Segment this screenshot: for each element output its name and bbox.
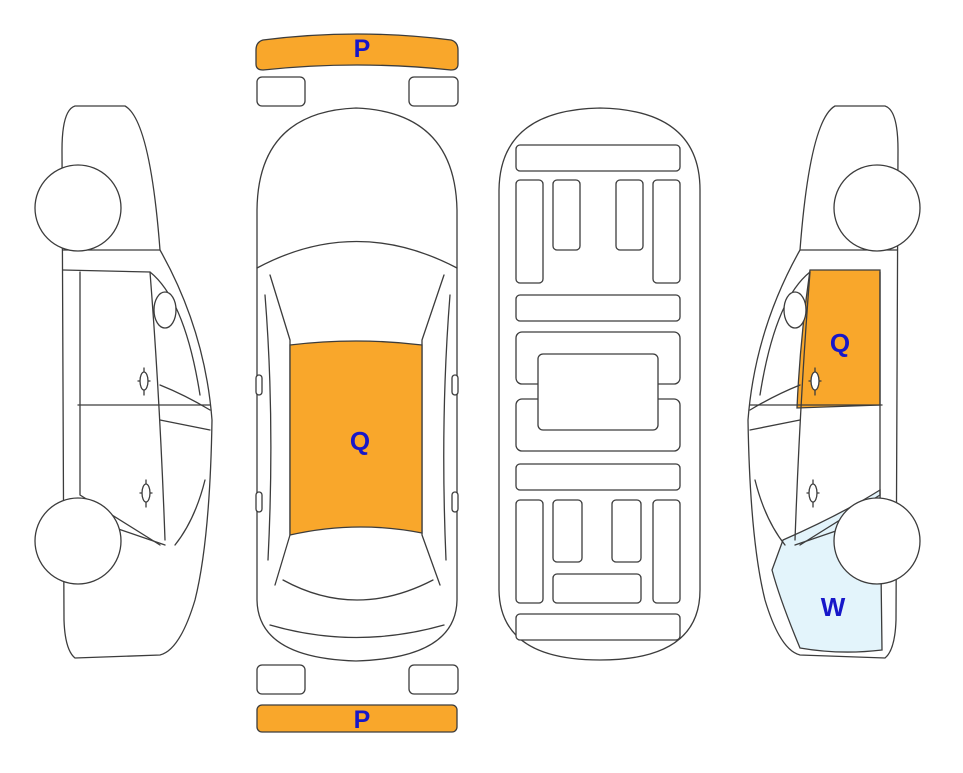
right-front-fender-label: W [821,592,846,622]
rear-bumper-label: P [354,706,371,734]
right-mirror-top [451,374,459,396]
left-taillight [256,664,306,695]
underbody-view [498,107,701,661]
top-view: P Q P [255,33,459,734]
right-rear-wheel [833,497,921,585]
left-front-wheel [34,164,122,252]
right-side-view: Q W [747,105,921,659]
right-side-mirror [783,291,807,329]
right-front-door-handle [808,367,822,396]
right-front-door-label: Q [830,328,850,358]
right-front-wheel [833,164,921,252]
right-taillight [408,664,459,695]
right-rear-door-handle [806,479,820,508]
left-side-mirror [153,291,177,329]
left-side-view [34,105,213,659]
front-bumper-panel [255,33,459,71]
roof-panel [289,340,423,536]
front-bumper-label: P [354,35,371,63]
rear-bumper-panel [256,704,458,733]
underbody-center-panel [537,353,659,431]
left-front-door-handle [137,367,151,396]
roof-label: Q [350,426,370,456]
right-headlight [408,76,459,107]
left-rear-wheel [34,497,122,585]
left-mirror-top [255,374,263,396]
left-rear-door-handle [139,479,153,508]
left-headlight [256,76,306,107]
